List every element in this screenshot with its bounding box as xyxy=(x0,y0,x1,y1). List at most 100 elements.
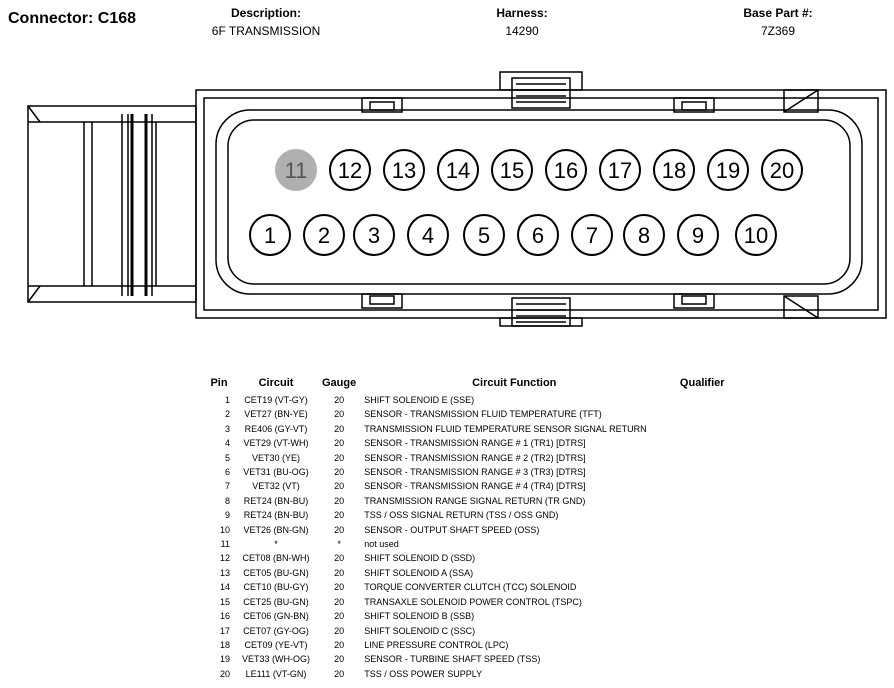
pin-circle xyxy=(303,214,345,256)
cell-circuit: * xyxy=(274,539,278,550)
pin-circle xyxy=(623,214,665,256)
cell-qualifier xyxy=(668,407,736,421)
cell-gauge: 20 xyxy=(334,654,345,665)
pin-label: 14 xyxy=(446,158,470,183)
cell-circuit: CET08 (BN-WH) xyxy=(242,553,310,564)
cell-gauge: 20 xyxy=(334,582,345,593)
cell-circuit: RET24 (BN-BU) xyxy=(243,510,309,521)
pin-circle xyxy=(707,149,749,191)
cell-pin: 10 xyxy=(219,524,230,535)
pin-label: 19 xyxy=(716,158,740,183)
cell-circuit: CET10 (BU-GY) xyxy=(243,582,309,593)
pin-circle xyxy=(735,214,777,256)
pin-circle xyxy=(329,149,371,191)
cell-gauge: 20 xyxy=(334,596,345,607)
cell-function: SHIFT SOLENOID A (SSA) xyxy=(364,567,474,578)
cell-pin: 2 xyxy=(224,409,230,420)
cell-qualifier xyxy=(668,451,736,465)
cell-qualifier xyxy=(668,537,736,551)
pin-label: 9 xyxy=(692,223,704,248)
pin-circle xyxy=(653,149,695,191)
pin-label: 13 xyxy=(392,158,416,183)
cell-function: SENSOR - TURBINE SHAFT SPEED (TSS) xyxy=(364,654,541,665)
pin-1: 1 xyxy=(249,214,291,256)
pin-label: 7 xyxy=(586,223,598,248)
cell-gauge: 20 xyxy=(334,524,345,535)
cell-qualifier xyxy=(668,393,736,407)
cell-function: SENSOR - TRANSMISSION RANGE # 4 (TR4) [D… xyxy=(364,481,586,492)
cell-gauge: 20 xyxy=(334,639,345,650)
pin-label: 3 xyxy=(368,223,380,248)
pin-11: 11 xyxy=(275,149,317,191)
pin-10: 10 xyxy=(735,214,777,256)
harness-label: Harness: xyxy=(496,6,548,20)
connector-title: Connector: C168 xyxy=(8,10,137,27)
pin-label: 12 xyxy=(338,158,362,183)
cell-gauge: 20 xyxy=(334,481,345,492)
description-label: Description: xyxy=(230,6,301,20)
cell-function: TSS / OSS SIGNAL RETURN (TSS / OSS GND) xyxy=(364,510,559,521)
cell-gauge: 20 xyxy=(334,553,345,564)
pin-9: 9 xyxy=(677,214,719,256)
cell-circuit: CET19 (VT-GY) xyxy=(244,395,308,405)
cell-circuit: CET05 (BU-GN) xyxy=(243,567,309,578)
pin-8: 8 xyxy=(623,214,665,256)
pin-5: 5 xyxy=(463,214,505,256)
cell-gauge: 20 xyxy=(334,611,345,622)
cell-function: TSS / OSS POWER SUPPLY xyxy=(364,668,483,679)
pin-circle xyxy=(677,214,719,256)
cell-pin: 18 xyxy=(219,639,230,650)
cell-pin: 20 xyxy=(219,668,230,679)
cell-circuit: VET33 (WH-OG) xyxy=(241,654,310,665)
cell-gauge: 20 xyxy=(334,467,345,478)
cell-circuit: RE406 (GY-VT) xyxy=(244,423,308,434)
header-qualifier: Qualifier xyxy=(679,377,725,389)
cell-pin: 14 xyxy=(219,582,230,593)
pin-label: 4 xyxy=(422,223,434,248)
pin-6: 6 xyxy=(517,214,559,256)
pin-14: 14 xyxy=(437,149,479,191)
cell-qualifier xyxy=(668,595,736,609)
header-gauge: Gauge xyxy=(322,377,357,389)
cell-circuit: VET30 (YE) xyxy=(251,452,300,463)
harness-value: 14290 xyxy=(505,24,539,38)
cell-qualifier xyxy=(668,436,736,450)
cell-qualifier xyxy=(668,479,736,493)
cell-gauge: 20 xyxy=(334,495,345,506)
pin-label: 20 xyxy=(770,158,794,183)
cell-circuit: VET31 (BU-OG) xyxy=(243,467,309,478)
pin-circle xyxy=(383,149,425,191)
cell-circuit: VET29 (VT-WH) xyxy=(243,438,309,449)
cell-gauge: 20 xyxy=(334,395,345,405)
table-header-row: Pin Circuit Gauge Circuit Function Quali… xyxy=(204,376,736,393)
cell-gauge: 20 xyxy=(334,409,345,420)
cell-circuit: VET27 (BN-YE) xyxy=(244,409,308,420)
cell-qualifier xyxy=(668,667,736,681)
cell-function: SENSOR - TRANSMISSION RANGE # 3 (TR3) [D… xyxy=(364,467,586,478)
cell-gauge: 20 xyxy=(334,423,345,434)
pin-2: 2 xyxy=(303,214,345,256)
cell-gauge: 20 xyxy=(334,510,345,521)
cell-pin: 16 xyxy=(219,611,230,622)
pin-13: 13 xyxy=(383,149,425,191)
cell-function: SHIFT SOLENOID E (SSE) xyxy=(364,395,475,405)
pin-table: Pin Circuit Gauge Circuit Function Quali… xyxy=(204,376,736,681)
pin-label: 11 xyxy=(285,158,308,183)
cell-gauge: 20 xyxy=(334,438,345,449)
cell-circuit: CET25 (BU-GN) xyxy=(243,596,309,607)
cell-pin: 13 xyxy=(219,567,230,578)
cell-gauge: 20 xyxy=(334,567,345,578)
cell-function: SHIFT SOLENOID C (SSC) xyxy=(364,625,476,636)
cell-pin: 6 xyxy=(224,467,230,478)
base-part-value: 7Z369 xyxy=(760,24,796,38)
